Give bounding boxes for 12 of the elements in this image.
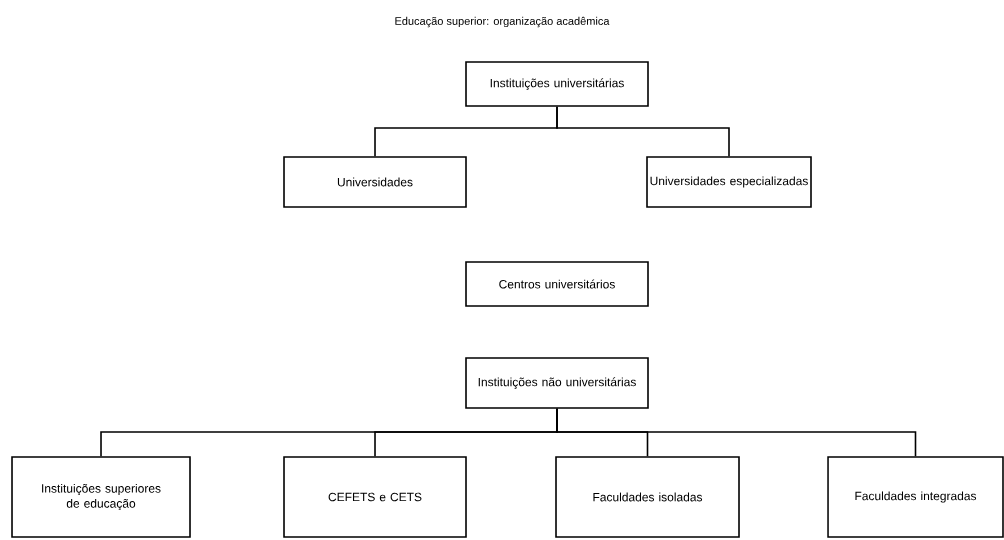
org-box: Instituições superiores de educação <box>11 456 191 538</box>
org-box: Centros universitários <box>465 261 649 307</box>
org-box: Instituições não universitárias <box>465 357 649 409</box>
org-box: Universidades especializadas <box>646 156 812 208</box>
org-box: Faculdades integradas <box>827 456 1004 538</box>
connector <box>556 106 730 157</box>
org-box: Faculdades isoladas <box>555 456 740 538</box>
org-box: Universidades <box>283 156 467 208</box>
title: Educação superior: organização acadêmica <box>395 16 610 28</box>
org-box: Instituições universitárias <box>465 61 649 107</box>
connector <box>556 408 917 457</box>
org-box: CEFETS e CETS <box>283 456 467 538</box>
